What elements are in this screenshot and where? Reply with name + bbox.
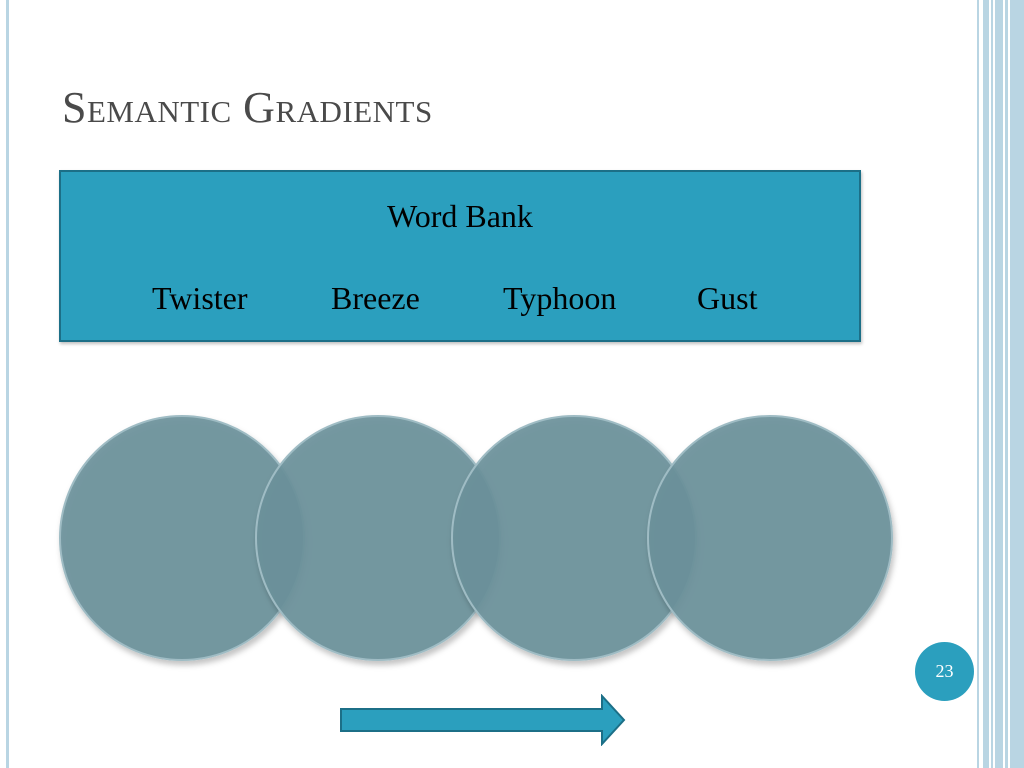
- word-bank-word: Typhoon: [503, 280, 617, 316]
- frame-stripe: [1010, 0, 1024, 768]
- right-frame-stripes: [976, 0, 1024, 768]
- word-bank-box: Word Bank Twister Breeze Typhoon Gust: [59, 170, 861, 342]
- word-bank-word: Gust: [697, 280, 758, 316]
- word-bank-word: Breeze: [331, 280, 420, 316]
- slide-title: Semantic Gradients: [62, 83, 433, 132]
- left-frame-line: [6, 0, 9, 768]
- word-bank-heading: Word Bank: [387, 198, 533, 234]
- page-number-badge: 23: [915, 642, 974, 701]
- right-arrow-icon: [340, 694, 626, 746]
- frame-stripe: [977, 0, 979, 768]
- frame-stripe: [983, 0, 989, 768]
- frame-stripe: [1005, 0, 1008, 768]
- gradient-circle: [647, 415, 893, 661]
- frame-stripe: [995, 0, 1003, 768]
- frame-stripe: [991, 0, 993, 768]
- word-bank-word: Twister: [152, 280, 248, 316]
